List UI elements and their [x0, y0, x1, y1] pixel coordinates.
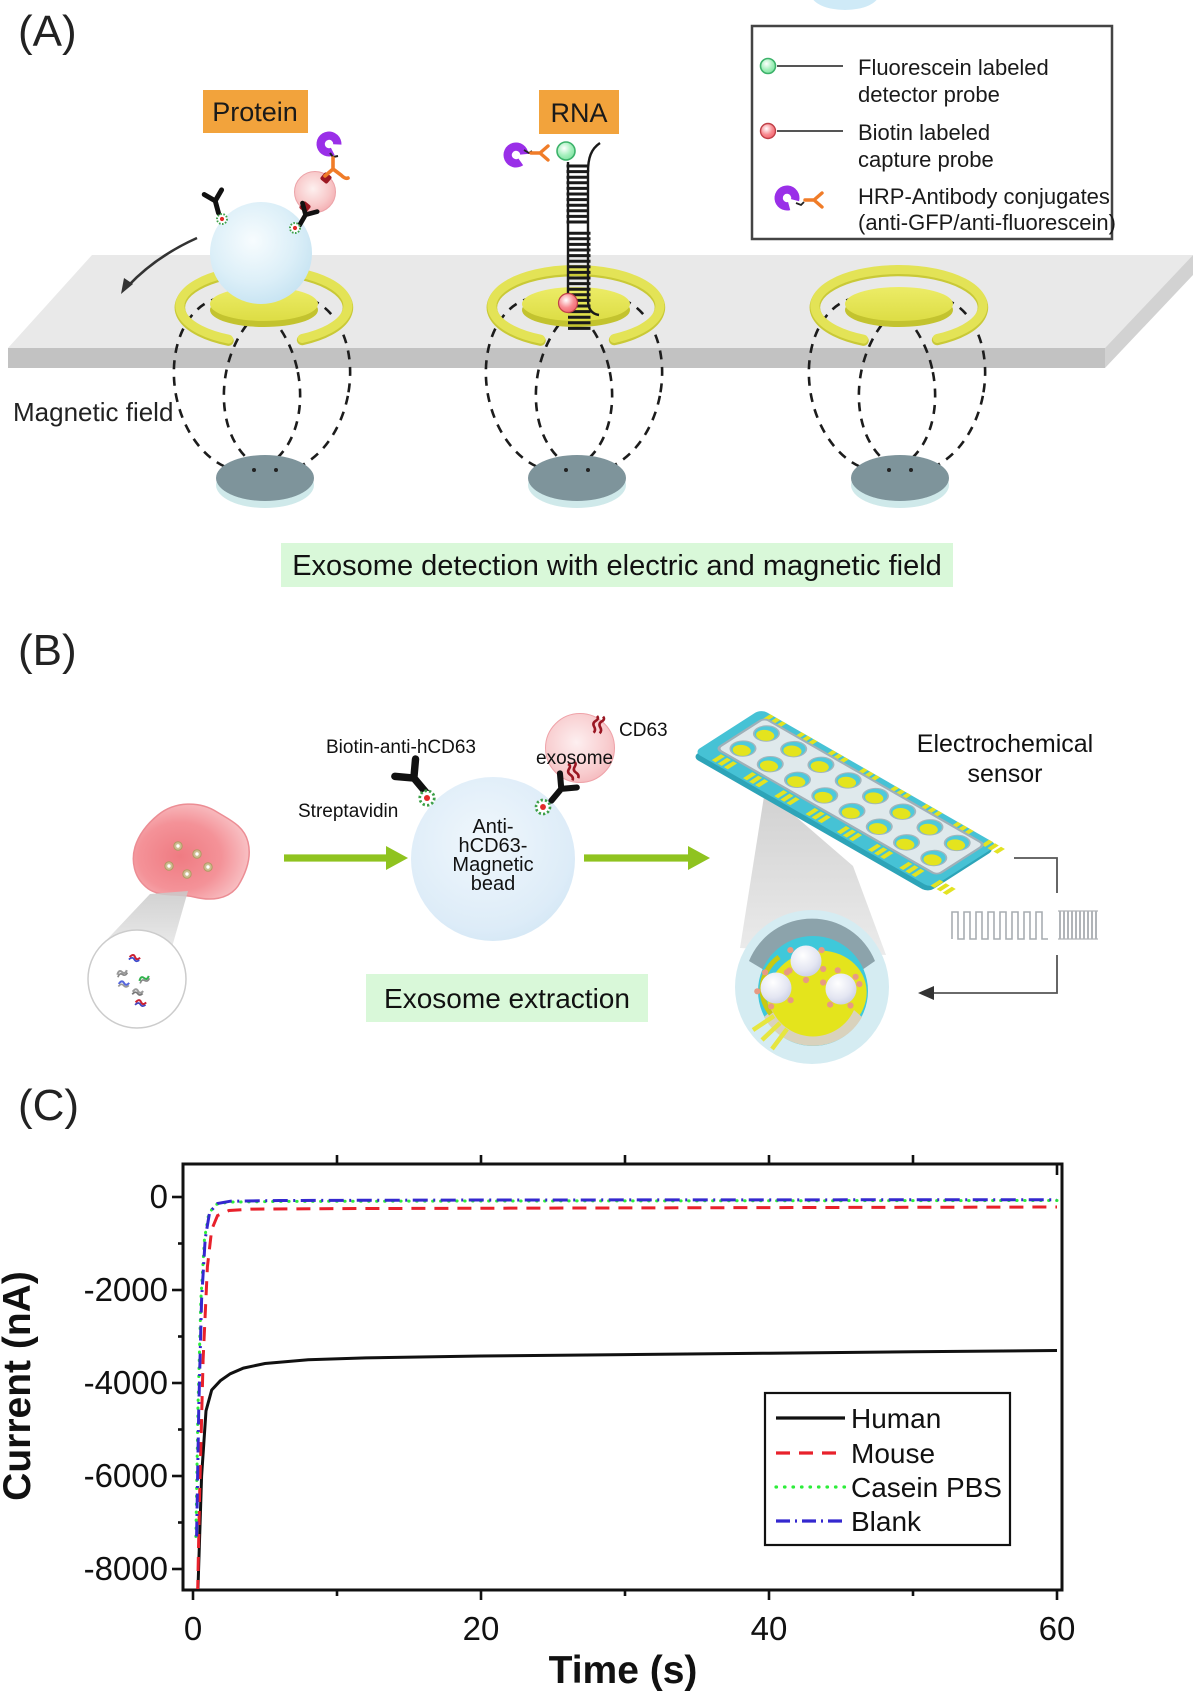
- svg-text:hCD63-: hCD63-: [459, 835, 528, 857]
- svg-text:Fluorescein labeled: Fluorescein labeled: [858, 55, 1049, 80]
- svg-text:exosome: exosome: [536, 748, 613, 769]
- svg-text:CD63: CD63: [619, 720, 668, 741]
- svg-text:RNA: RNA: [550, 98, 607, 128]
- svg-text:(B): (B): [18, 626, 77, 675]
- svg-text:Biotin-anti-hCD63: Biotin-anti-hCD63: [326, 737, 476, 758]
- svg-text:Anti-: Anti-: [472, 816, 513, 838]
- svg-text:bead: bead: [471, 873, 516, 895]
- svg-text:-4000: -4000: [84, 1364, 168, 1401]
- svg-text:Current (nA): Current (nA): [0, 1271, 39, 1501]
- svg-text:-6000: -6000: [84, 1457, 168, 1494]
- svg-text:Casein PBS: Casein PBS: [851, 1472, 1002, 1503]
- svg-text:Streptavidin: Streptavidin: [298, 801, 398, 822]
- svg-text:Biotin labeled: Biotin labeled: [858, 120, 990, 145]
- svg-text:-2000: -2000: [84, 1271, 168, 1308]
- svg-text:capture probe: capture probe: [858, 147, 994, 172]
- svg-text:HRP-Antibody conjugates: HRP-Antibody conjugates: [858, 184, 1110, 209]
- svg-text:Exosome detection with electri: Exosome detection with electric and magn…: [292, 550, 942, 582]
- svg-text:Human: Human: [851, 1403, 941, 1434]
- svg-text:40: 40: [751, 1610, 788, 1647]
- svg-text:60: 60: [1039, 1610, 1076, 1647]
- svg-text:0: 0: [184, 1610, 202, 1647]
- svg-text:(A): (A): [18, 7, 77, 56]
- svg-text:(anti-GFP/anti-fluorescein): (anti-GFP/anti-fluorescein): [858, 210, 1116, 235]
- svg-text:0: 0: [150, 1178, 168, 1215]
- svg-text:Mouse: Mouse: [851, 1438, 935, 1469]
- svg-text:detector probe: detector probe: [858, 82, 1000, 107]
- svg-text:Time (s): Time (s): [549, 1649, 698, 1692]
- svg-text:Electrochemical: Electrochemical: [917, 730, 1093, 758]
- svg-text:Magnetic field: Magnetic field: [13, 397, 173, 427]
- svg-text:-8000: -8000: [84, 1550, 168, 1587]
- svg-text:20: 20: [463, 1610, 500, 1647]
- svg-text:sensor: sensor: [967, 760, 1042, 788]
- svg-text:Protein: Protein: [212, 97, 298, 127]
- svg-text:Blank: Blank: [851, 1506, 922, 1537]
- svg-text:Magnetic: Magnetic: [452, 854, 533, 876]
- svg-text:Exosome extraction: Exosome extraction: [384, 983, 630, 1014]
- svg-text:(C): (C): [18, 1081, 79, 1130]
